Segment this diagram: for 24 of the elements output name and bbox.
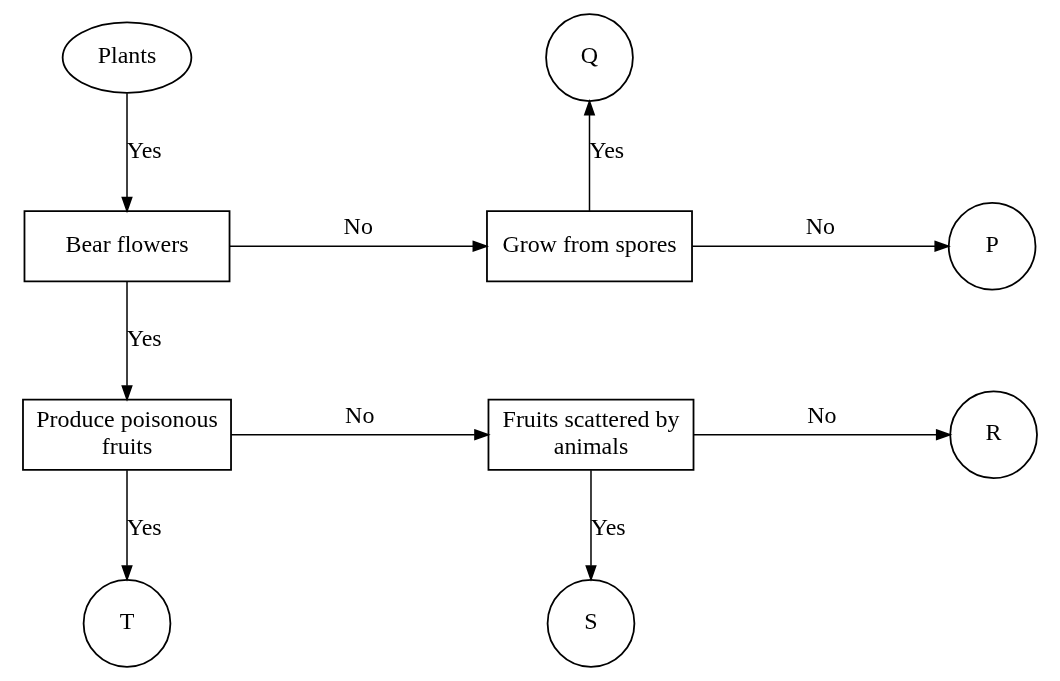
node-circle: R	[949, 390, 1038, 480]
edge-label: Yes	[589, 136, 625, 163]
node-box: Fruits scattered by animals	[487, 398, 695, 471]
arrow	[121, 92, 133, 214]
edge-label: No	[345, 401, 375, 428]
node-circle: T	[82, 579, 172, 668]
node-circle: P	[947, 201, 1037, 291]
node-box: Produce poisonous fruits	[22, 398, 232, 471]
arrow	[692, 429, 953, 441]
node-ellipse: Plants	[61, 21, 193, 94]
node-circle: S	[546, 579, 636, 668]
arrow	[691, 240, 951, 252]
arrow	[585, 469, 597, 582]
arrow	[230, 429, 491, 441]
edge-label: No	[807, 401, 837, 428]
edge-label: No	[805, 212, 835, 239]
node-circle: Q	[545, 13, 634, 102]
edge-label: No	[343, 212, 373, 239]
arrow	[121, 281, 133, 402]
arrow	[228, 240, 489, 252]
arrow	[121, 469, 133, 582]
arrow	[583, 98, 596, 212]
node-box: Bear flowers	[23, 210, 231, 283]
node-box: Grow from spores	[486, 210, 693, 283]
